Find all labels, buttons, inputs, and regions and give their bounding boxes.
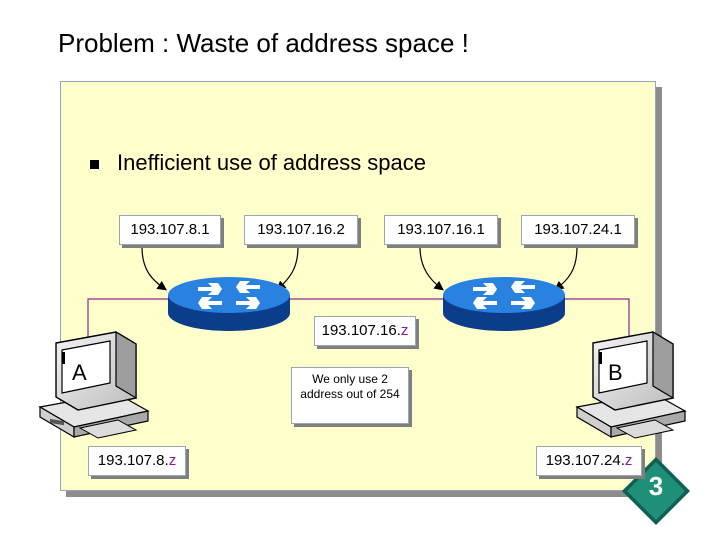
- address-host-b-suffix: z: [624, 452, 633, 469]
- bullet-text: Inefficient use of address space: [117, 150, 427, 175]
- arrow-left-b: [276, 246, 299, 291]
- square-bullet-icon: [90, 159, 99, 169]
- usage-note: We only use 2 address out of 254: [291, 367, 409, 424]
- address-box-host-b: 193.107.24.z: [536, 446, 642, 476]
- address-host-a-prefix: 193.107.8.: [97, 452, 169, 469]
- address-box-host-a: 193.107.8.z: [88, 446, 186, 476]
- address-box-middle: 193.107.16.z: [314, 316, 416, 346]
- host-a-label: A: [72, 360, 87, 385]
- arrow-left-a: [141, 246, 167, 291]
- segment-right-line: [565, 298, 630, 338]
- router-right-icon: [443, 277, 565, 331]
- address-box-left-a: 193.107.8.1: [119, 215, 221, 245]
- address-host-b-prefix: 193.107.24.: [545, 452, 625, 469]
- network-links: [87, 298, 630, 338]
- router-left-icon: [168, 277, 290, 331]
- address-box-left-b: 193.107.16.2: [244, 215, 358, 245]
- address-box-right-b: 193.107.24.1: [521, 215, 635, 245]
- computer-b-icon: [575, 330, 687, 439]
- address-middle-suffix: z: [400, 322, 409, 339]
- host-b-label: B: [608, 360, 623, 385]
- address-box-right-a: 193.107.16.1: [384, 215, 498, 245]
- address-middle-prefix: 193.107.16.: [321, 322, 401, 339]
- bullet-item: Inefficient use of address space: [90, 150, 426, 176]
- arrow-right-a: [419, 246, 444, 291]
- slide-number: 3: [648, 471, 664, 501]
- slide-title: Problem : Waste of address space !: [58, 28, 469, 58]
- label-arrows: [141, 246, 578, 291]
- computer-a-icon: [38, 330, 150, 439]
- segment-left-line: [87, 298, 168, 338]
- address-host-a-suffix: z: [168, 452, 177, 469]
- arrow-right-b: [554, 246, 578, 291]
